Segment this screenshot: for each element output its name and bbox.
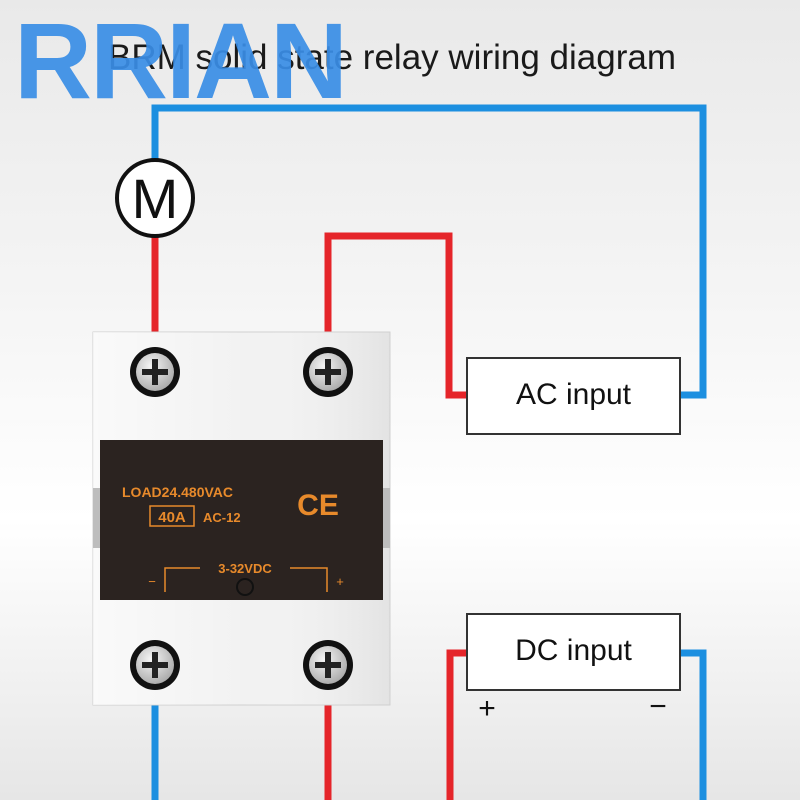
current-rating-box <box>149 505 195 527</box>
ac-input-label: AC input <box>515 378 632 411</box>
blue-wire-top <box>151 104 707 399</box>
control-minus: − <box>148 574 156 589</box>
screw-terminal-bottom-right <box>303 640 353 690</box>
control-bracket-right <box>290 567 328 592</box>
current-rating-text: 40A <box>158 509 186 526</box>
dc-input-label: DC input <box>515 634 632 667</box>
control-plus: + <box>336 574 344 589</box>
load-rating-text: LOAD24.480VAC <box>122 484 233 500</box>
screw-terminal-bottom-left <box>130 640 180 690</box>
control-voltage-text: 3-32VDC <box>218 561 272 576</box>
red-wire-top <box>151 232 467 399</box>
dc-minus-sign: − <box>649 690 667 723</box>
screw-terminal-top-right <box>303 347 353 397</box>
relay-label-panel: LOAD24.480VAC 40A AC-12 CE 3-32VDC − + <box>100 440 383 600</box>
ac-type-text: AC-12 <box>203 510 241 525</box>
ce-mark: CE <box>297 489 339 522</box>
brand-watermark: RRIAN <box>14 0 348 121</box>
motor-symbol: M <box>115 158 195 238</box>
dc-input-box <box>466 613 681 691</box>
status-led <box>236 578 254 596</box>
diagram-title: BRM solid state relay wiring diagram <box>108 38 676 77</box>
ac-input-box <box>466 357 681 435</box>
blue-wire-bottom <box>151 649 707 800</box>
control-bracket <box>164 567 200 592</box>
dc-plus-sign: + <box>478 692 496 725</box>
motor-letter: M <box>132 167 179 230</box>
screw-terminal-top-left <box>130 347 180 397</box>
red-wire-bottom <box>324 649 467 800</box>
